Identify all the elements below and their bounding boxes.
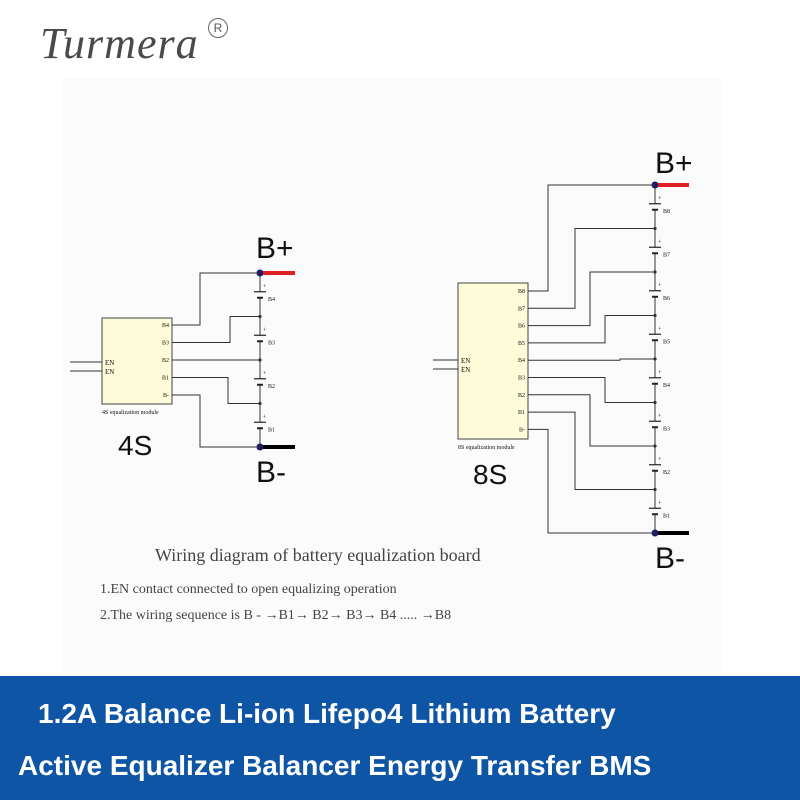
right-cell-plus: + bbox=[658, 457, 662, 463]
left-module-label: 4S equalization module bbox=[102, 410, 159, 416]
right-module-label: 8S equalization module bbox=[458, 445, 515, 451]
right-module-box bbox=[457, 282, 529, 440]
right-cell-plus: + bbox=[658, 413, 662, 419]
left-cell-plus: + bbox=[263, 371, 267, 377]
right-pin-label: B8 bbox=[518, 289, 525, 295]
left-cell-label: B4 bbox=[268, 297, 275, 303]
caption-note-1: 1.EN contact connected to open equalizin… bbox=[100, 582, 397, 597]
banner-line-2: Active Equalizer Balancer Energy Transfe… bbox=[18, 750, 652, 781]
right-pin-label: B1 bbox=[518, 410, 525, 416]
banner-line-1: 1.2A Balance Li-ion Lifepo4 Lithium Batt… bbox=[38, 698, 616, 729]
right-pin-wire bbox=[528, 271, 655, 327]
right-cell-plus: + bbox=[658, 196, 662, 202]
caption-note-2: 2.The wiring sequence is B - →B1→ B2→ B3… bbox=[100, 608, 452, 623]
right-cell-plus: + bbox=[658, 326, 662, 332]
left-en-pin-label: EN bbox=[105, 359, 114, 367]
right-cell-label: B1 bbox=[663, 513, 670, 519]
right-pin-label: B5 bbox=[518, 341, 525, 347]
right-size-label: 8S bbox=[473, 459, 507, 490]
right-cell-plus: + bbox=[658, 283, 662, 289]
right-pin-label: B3 bbox=[518, 376, 525, 382]
left-pin-wire bbox=[172, 394, 260, 448]
left-pin-label: B3 bbox=[162, 341, 169, 347]
left-pin-wire bbox=[172, 272, 260, 326]
right-pin-label: B4 bbox=[518, 358, 525, 364]
left-cell-plus: + bbox=[263, 284, 267, 290]
left-minus-label: B- bbox=[256, 456, 286, 489]
right-pin-wire bbox=[528, 377, 655, 403]
right-cell-label: B8 bbox=[663, 209, 670, 215]
right-minus-label: B- bbox=[655, 542, 685, 575]
left-pin-label: B- bbox=[163, 393, 169, 399]
right-cell-label: B6 bbox=[663, 296, 670, 302]
brand-logo: Turmera bbox=[40, 19, 199, 68]
registered-mark: R bbox=[208, 18, 228, 38]
left-pin-wire bbox=[172, 377, 260, 404]
left-cell-plus: + bbox=[263, 414, 267, 420]
left-plus-label: B+ bbox=[256, 232, 294, 265]
left-cell-label: B3 bbox=[268, 340, 275, 346]
right-cell-label: B7 bbox=[663, 252, 670, 258]
right-pin-wire bbox=[528, 411, 655, 490]
left-cell-plus: + bbox=[263, 327, 267, 333]
right-pin-wire bbox=[528, 315, 655, 344]
right-cell-plus: + bbox=[658, 500, 662, 506]
right-en-pin-label: EN bbox=[461, 357, 470, 365]
right-cell-plus: + bbox=[658, 239, 662, 245]
left-pin-label: B4 bbox=[162, 323, 169, 329]
right-pin-wire bbox=[528, 394, 655, 447]
right-plus-label: B+ bbox=[655, 147, 693, 180]
left-module-box bbox=[101, 317, 173, 405]
right-cell-label: B4 bbox=[663, 383, 670, 389]
left-en-pin-label: EN bbox=[105, 368, 114, 376]
right-pin-wire bbox=[528, 358, 655, 361]
right-en-pin-label: EN bbox=[461, 366, 470, 374]
right-cell-label: B2 bbox=[663, 470, 670, 476]
left-cell-label: B2 bbox=[268, 384, 275, 390]
right-pin-label: B7 bbox=[518, 306, 525, 312]
left-pin-wire bbox=[172, 316, 260, 343]
left-cell-label: B1 bbox=[268, 427, 275, 433]
left-pin-label: B2 bbox=[162, 358, 169, 364]
right-pin-wire bbox=[528, 228, 655, 309]
right-cell-plus: + bbox=[658, 370, 662, 376]
right-pin-label: B- bbox=[519, 427, 525, 433]
caption-title: Wiring diagram of battery equalization b… bbox=[155, 545, 481, 565]
right-pin-wire bbox=[528, 428, 655, 534]
right-pin-label: B6 bbox=[518, 324, 525, 330]
right-cell-label: B5 bbox=[663, 339, 670, 345]
right-cell-label: B3 bbox=[663, 426, 670, 432]
left-size-label: 4S bbox=[118, 430, 152, 461]
title-banner: 1.2A Balance Li-ion Lifepo4 Lithium Batt… bbox=[0, 676, 800, 800]
right-pin-wire bbox=[528, 184, 655, 292]
right-pin-label: B2 bbox=[518, 393, 525, 399]
left-pin-label: B1 bbox=[162, 376, 169, 382]
